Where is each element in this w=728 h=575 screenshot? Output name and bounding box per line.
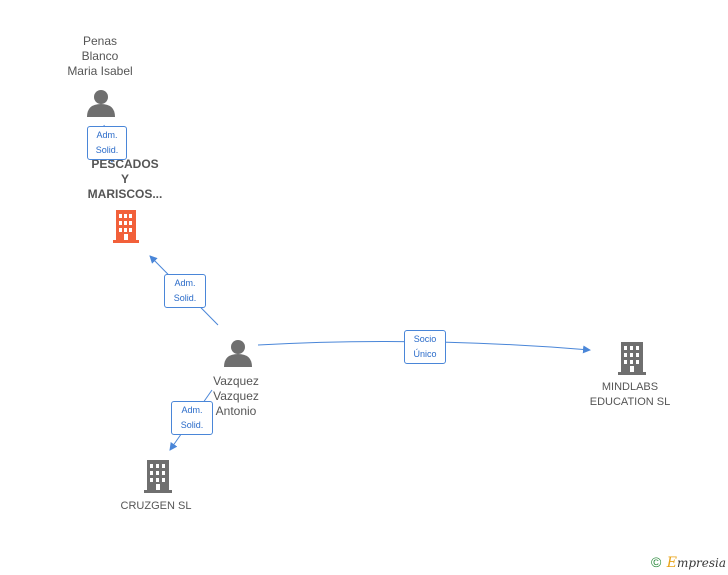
name-line: CRUZGEN SL (120, 500, 192, 512)
edge-label-vazquez-pescados[interactable]: Adm. Solid. (164, 274, 206, 308)
edge-label-line: Único (413, 349, 437, 359)
name-line: Maria Isabel (67, 64, 133, 78)
empresia-logo: Empresia (666, 555, 726, 571)
edge-label-line: Adm. (174, 278, 196, 288)
person-icon[interactable] (87, 90, 115, 117)
brand-initial: E (666, 555, 677, 571)
company-name-pescados[interactable]: PESCADOS Y MARISCOS... (70, 157, 180, 202)
edge-label-line: Adm. (96, 130, 118, 140)
name-line: Vazquez (213, 374, 259, 388)
edge-label-line: Solid. (180, 420, 204, 430)
edge-label-line: Solid. (95, 145, 119, 155)
name-line: Vazquez (213, 389, 259, 403)
name-line: EDUCATION SL (589, 396, 671, 408)
brand-rest: mpresia (676, 556, 726, 570)
edge-label-line: Socio (413, 334, 437, 344)
name-line: PESCADOS (91, 157, 159, 171)
building-icon[interactable] (144, 460, 172, 493)
edge-label-vazquez-mindlabs[interactable]: Socio Único (404, 330, 446, 364)
person-icon[interactable] (224, 340, 252, 367)
name-line: MINDLABS (601, 381, 659, 393)
building-icon[interactable] (618, 342, 646, 375)
name-line: Antonio (215, 404, 257, 418)
edge-label-vazquez-cruzgen[interactable]: Adm. Solid. (171, 401, 213, 435)
edge-label-penas-pescados[interactable]: Adm. Solid. (87, 126, 127, 160)
name-line: Blanco (81, 49, 119, 63)
person-name-penas[interactable]: Penas Blanco Maria Isabel (50, 34, 150, 79)
empresia-watermark: © Empresia (651, 554, 726, 571)
company-name-cruzgen[interactable]: CRUZGEN SL (100, 499, 212, 514)
building-icon[interactable] (113, 210, 139, 243)
name-line: MARISCOS... (87, 187, 163, 201)
copyright-symbol: © (651, 554, 662, 570)
company-name-mindlabs[interactable]: MINDLABS EDUCATION SL (570, 380, 690, 410)
edge-label-line: Solid. (173, 293, 197, 303)
person-name-vazquez[interactable]: Vazquez Vazquez Antonio (186, 374, 286, 419)
name-line: Y (120, 172, 129, 186)
name-line: Penas (82, 34, 118, 48)
edge-label-line: Adm. (181, 405, 203, 415)
